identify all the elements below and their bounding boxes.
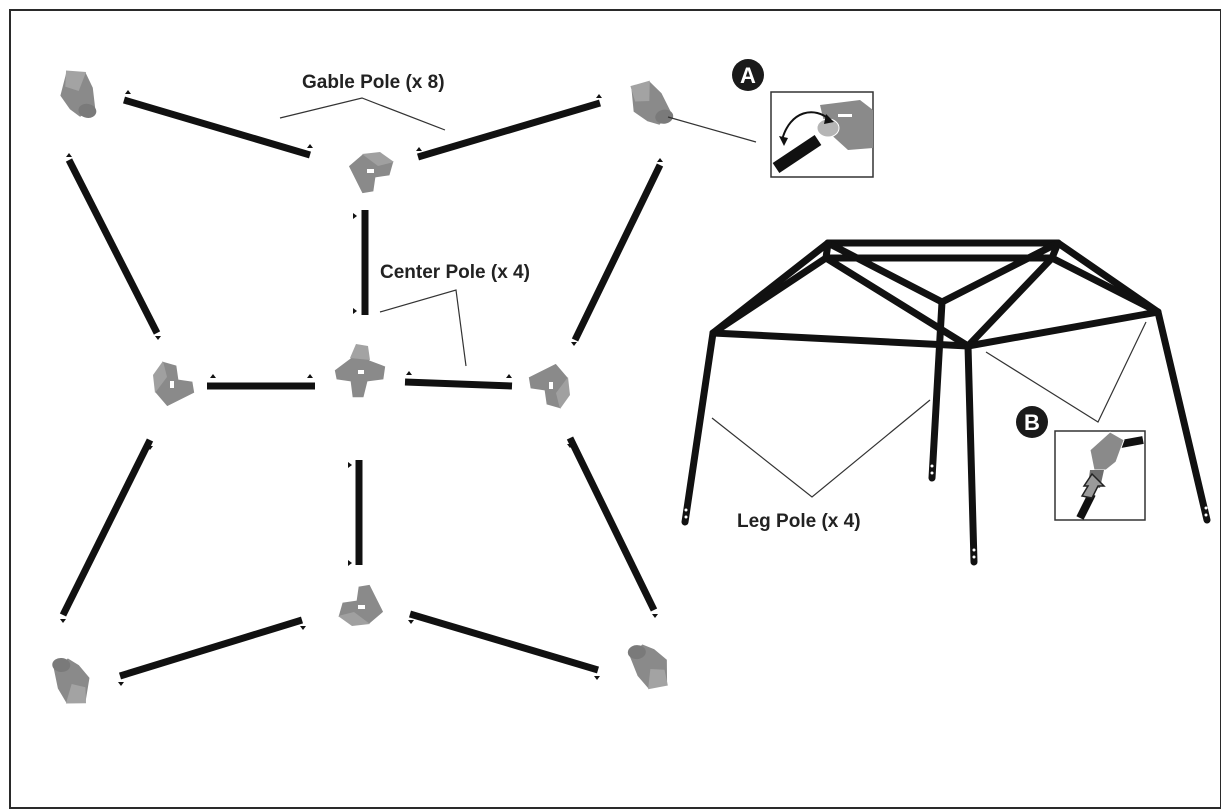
gable-pole-leaders — [279, 97, 446, 131]
gable-pole-5 — [59, 438, 154, 617]
gable-pole-1 — [123, 96, 311, 159]
gable-pole-label: Gable Pole (x 8) — [302, 72, 445, 93]
center-poles — [207, 210, 513, 565]
callout-b-badge — [1016, 406, 1048, 438]
corner-connector-bottom-left — [48, 655, 93, 707]
callout-b-leaders — [985, 321, 1147, 423]
corner-connector-top-right — [627, 76, 676, 131]
gable-connector-right — [527, 362, 571, 410]
gable-pole-4 — [571, 163, 664, 342]
callout-a-letter: A — [740, 63, 756, 88]
gable-connector-top — [347, 151, 395, 195]
center-pole-leaders — [379, 289, 467, 367]
leg-pole-front-left — [681, 329, 717, 526]
center-connector — [333, 343, 387, 399]
gable-connector-left — [152, 360, 196, 408]
roof-poles — [709, 239, 1162, 350]
gable-pole-3 — [65, 158, 161, 335]
leg-pole-right — [1154, 308, 1211, 524]
leg-pole-leaders — [711, 399, 931, 498]
leg-tips — [684, 464, 1208, 559]
callout-a-detail — [772, 100, 873, 173]
callout-b-detail — [1076, 431, 1144, 520]
leg-pole-front-center — [964, 342, 978, 566]
callout-b-letter: B — [1024, 410, 1040, 435]
pole-end-markers — [60, 90, 663, 686]
callout-a-leader — [667, 116, 757, 143]
assembled-frame — [681, 239, 1211, 566]
gable-pole-8 — [409, 610, 599, 674]
gable-pole-2 — [417, 99, 601, 161]
gable-poles — [59, 96, 664, 680]
center-pole-label: Center Pole (x 4) — [380, 262, 530, 283]
callout-b: B — [985, 321, 1147, 521]
gable-pole-7 — [118, 616, 304, 680]
center-pole-3 — [404, 378, 513, 390]
gable-connector-bottom — [337, 583, 385, 627]
callout-a-badge — [732, 59, 764, 91]
leg-pole-label: Leg Pole (x 4) — [737, 511, 861, 532]
callout-a: A — [667, 59, 874, 178]
corner-connector-bottom-right — [626, 640, 671, 692]
corner-connector-top-left — [55, 67, 104, 122]
gable-pole-6 — [566, 436, 658, 612]
